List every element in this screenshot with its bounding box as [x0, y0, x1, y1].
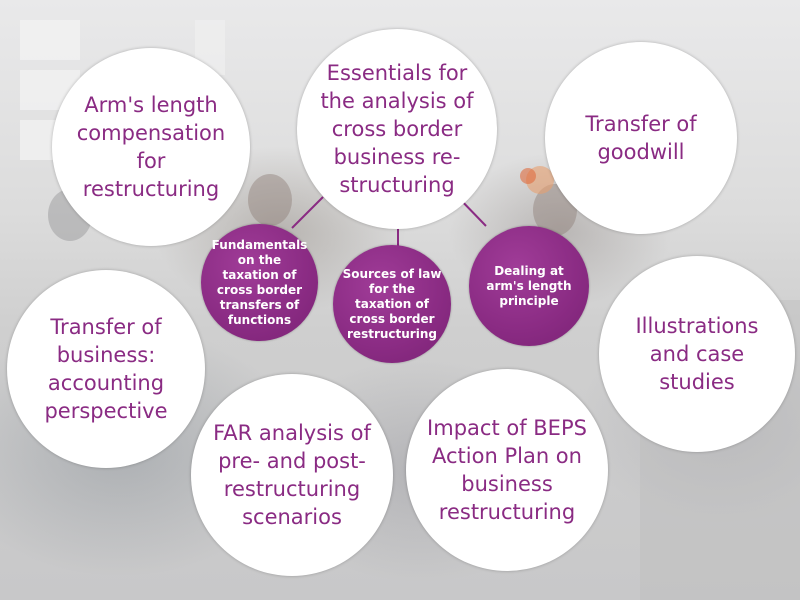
illustrations-label: Illustrations and case studies	[635, 314, 759, 394]
arms-length-compensation-label: Arm's length compensation for restructur…	[76, 93, 226, 201]
beps-impact-label: Impact of BEPS Action Plan on business r…	[427, 416, 587, 524]
far-analysis-label: FAR analysis of pre- and post-restructur…	[213, 421, 371, 529]
dot-sources-of-law: Sources of law for the taxation of cross…	[333, 245, 451, 363]
sources-of-law-label: Sources of law for the taxation of cross…	[342, 266, 442, 341]
circle-transfer-of-goodwill: Transfer of goodwill	[545, 42, 737, 234]
circle-transfer-of-business: Transfer of business: accounting perspec…	[7, 270, 205, 468]
transfer-of-business-label: Transfer of business: accounting perspec…	[44, 315, 168, 423]
circle-far-analysis: FAR analysis of pre- and post-restructur…	[191, 374, 393, 576]
dot-fundamentals: Fundamentals on the taxation of cross bo…	[201, 224, 318, 341]
circle-center-essentials: Essentials for the analysis of cross bor…	[297, 29, 497, 229]
circle-illustrations-case-studies: Illustrations and case studies	[599, 256, 795, 452]
circle-beps-impact: Impact of BEPS Action Plan on business r…	[406, 369, 608, 571]
transfer-of-goodwill-label: Transfer of goodwill	[585, 112, 697, 164]
connector-line-left	[291, 196, 324, 229]
fundamentals-label: Fundamentals on the taxation of cross bo…	[211, 237, 308, 327]
center-label: Essentials for the analysis of cross bor…	[320, 61, 474, 197]
dot-dealing-at-arms-length: Dealing at arm's length principle	[469, 226, 589, 346]
circle-arms-length-compensation: Arm's length compensation for restructur…	[52, 48, 250, 246]
dealing-at-arms-length-label: Dealing at arm's length principle	[486, 263, 572, 308]
